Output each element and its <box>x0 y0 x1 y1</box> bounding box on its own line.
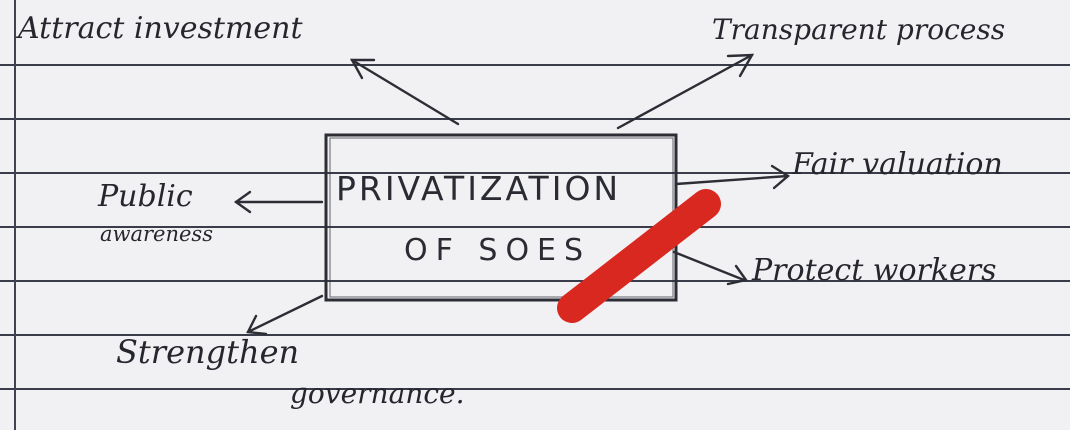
arrow-to-attract-investment <box>349 58 460 126</box>
red-marker-stroke <box>557 189 721 323</box>
arrow-to-strengthen-governance <box>246 294 324 336</box>
label-protect-workers: Protect workers <box>752 253 997 288</box>
center-title-line1: PRIVATIZATION <box>336 169 622 208</box>
label-fair-valuation: Fair valuation <box>792 147 1003 182</box>
arrow-to-public-awareness <box>233 190 324 214</box>
center-title-line2: OF SOES <box>404 233 592 268</box>
margin-line <box>14 0 16 430</box>
arrow-to-transparent-process <box>616 53 755 130</box>
label-public-awareness-line2: awareness <box>100 222 213 246</box>
label-strengthen-governance-line1: Strengthen <box>116 333 300 371</box>
label-strengthen-governance-line2: governance. <box>290 377 465 410</box>
label-attract-investment: Attract investment <box>18 11 303 46</box>
arrow-to-protect-workers <box>672 250 749 286</box>
arrow-to-fair-valuation <box>674 164 791 190</box>
label-public-awareness-line1: Public <box>98 179 193 214</box>
label-transparent-process: Transparent process <box>712 13 1006 46</box>
